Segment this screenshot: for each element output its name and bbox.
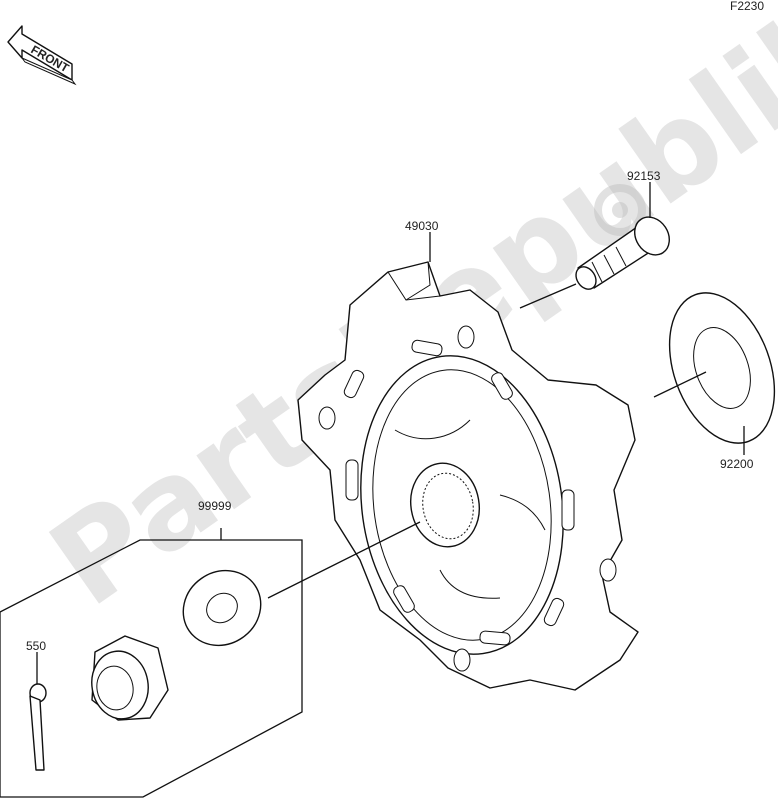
hub-part (297, 261, 639, 691)
kit-box (0, 528, 303, 798)
front-arrow-icon: FRONT (7, 25, 77, 86)
label-hub: 49030 (405, 219, 439, 233)
label-kit: 99999 (198, 499, 232, 513)
stud-part (575, 216, 670, 290)
diagram-code: F2230 (730, 0, 764, 13)
label-washer: 92200 (720, 457, 754, 471)
flat-washer-part (182, 569, 262, 647)
cotter-pin-part (29, 683, 47, 771)
watermark-gear-icon (594, 184, 646, 236)
washer-part (668, 292, 776, 444)
label-cotter-pin: 550 (26, 639, 46, 653)
leader-lines (36, 182, 745, 684)
label-stud: 92153 (627, 169, 661, 183)
castle-nut-part (91, 635, 169, 721)
